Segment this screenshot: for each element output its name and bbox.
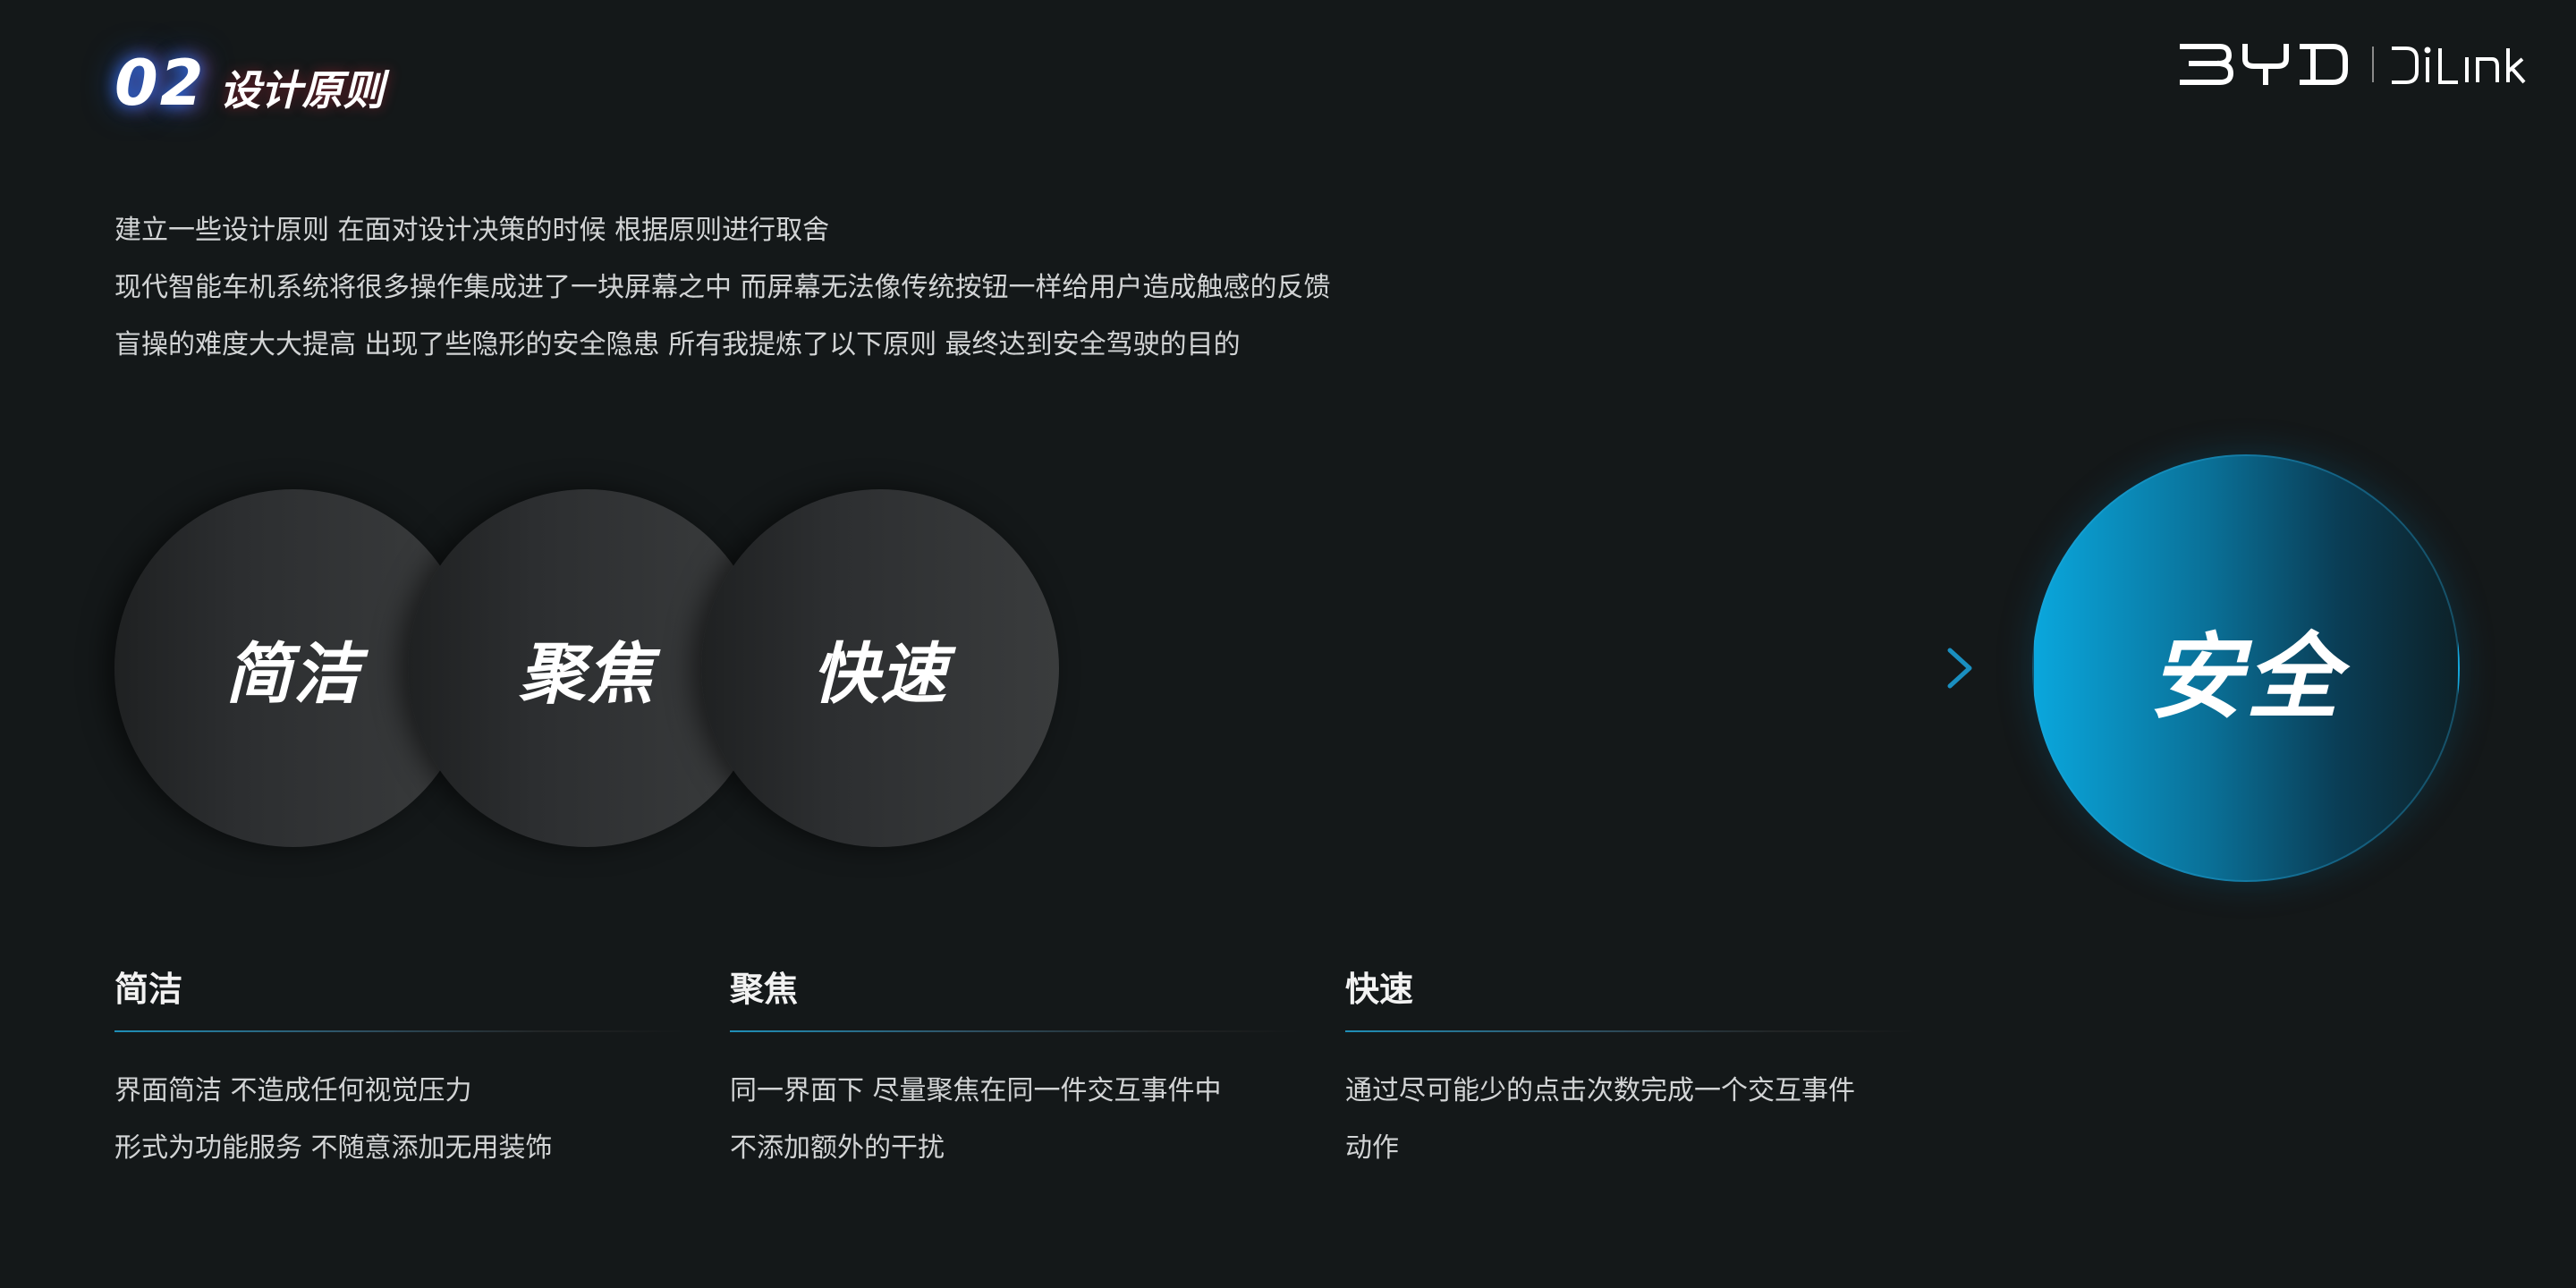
intro-line: 盲操的难度大大提高 出现了些隐形的安全隐患 所有我提炼了以下原则 最终达到安全驾… [114, 329, 1241, 360]
principle-detail-title: 聚焦 [730, 970, 799, 1009]
principle-detail-fast: 快速 通过尽可能少的点击次数完成一个交互事件 动作 [1345, 966, 1918, 1177]
right-arrow-icon [1109, 648, 1972, 689]
divider [1345, 1030, 1918, 1032]
goal-circle-safety: 安全 [2032, 454, 2460, 882]
principle-detail-title: 简洁 [114, 970, 183, 1009]
section-title: 设计原则 [219, 66, 385, 114]
principle-circle-label: 聚焦 [519, 635, 655, 713]
byd-dilink-logo [2180, 44, 2526, 85]
principle-detail-focus: 聚焦 同一界面下 尽量聚焦在同一件交互事件中 不添加额外的干扰 [730, 966, 1302, 1177]
goal-label: 安全 [2148, 622, 2343, 732]
principle-detail-title: 快速 [1345, 970, 1414, 1009]
principle-detail-line: 通过尽可能少的点击次数完成一个交互事件 [1345, 1075, 1855, 1106]
principle-detail-line: 形式为功能服务 不随意添加无用装饰 [114, 1132, 553, 1164]
principle-detail-line: 动作 [1345, 1132, 1399, 1164]
intro-line: 建立一些设计原则 在面对设计决策的时候 根据原则进行取舍 [114, 215, 830, 246]
principle-detail-simple: 简洁 界面简洁 不造成任何视觉压力 形式为功能服务 不随意添加无用装饰 [114, 966, 687, 1177]
principle-detail-line: 不添加额外的干扰 [730, 1132, 945, 1164]
divider [114, 1030, 687, 1032]
intro-text: 建立一些设计原则 在面对设计决策的时候 根据原则进行取舍 现代智能车机系统将很多… [114, 202, 1331, 374]
principle-detail-line: 界面简洁 不造成任何视觉压力 [114, 1075, 472, 1106]
section-number: 02 [114, 47, 206, 120]
divider [730, 1030, 1302, 1032]
principle-circle-label: 简洁 [225, 635, 361, 713]
intro-line: 现代智能车机系统将很多操作集成进了一块屏幕之中 而屏幕无法像传统按钮一样给用户造… [114, 272, 1331, 303]
principle-circle-fast: 快速 [701, 489, 1059, 847]
section-header: 02 设计原则 [114, 47, 384, 120]
principle-detail-line: 同一界面下 尽量聚焦在同一件交互事件中 [730, 1075, 1222, 1106]
principle-circle-label: 快速 [812, 635, 948, 713]
